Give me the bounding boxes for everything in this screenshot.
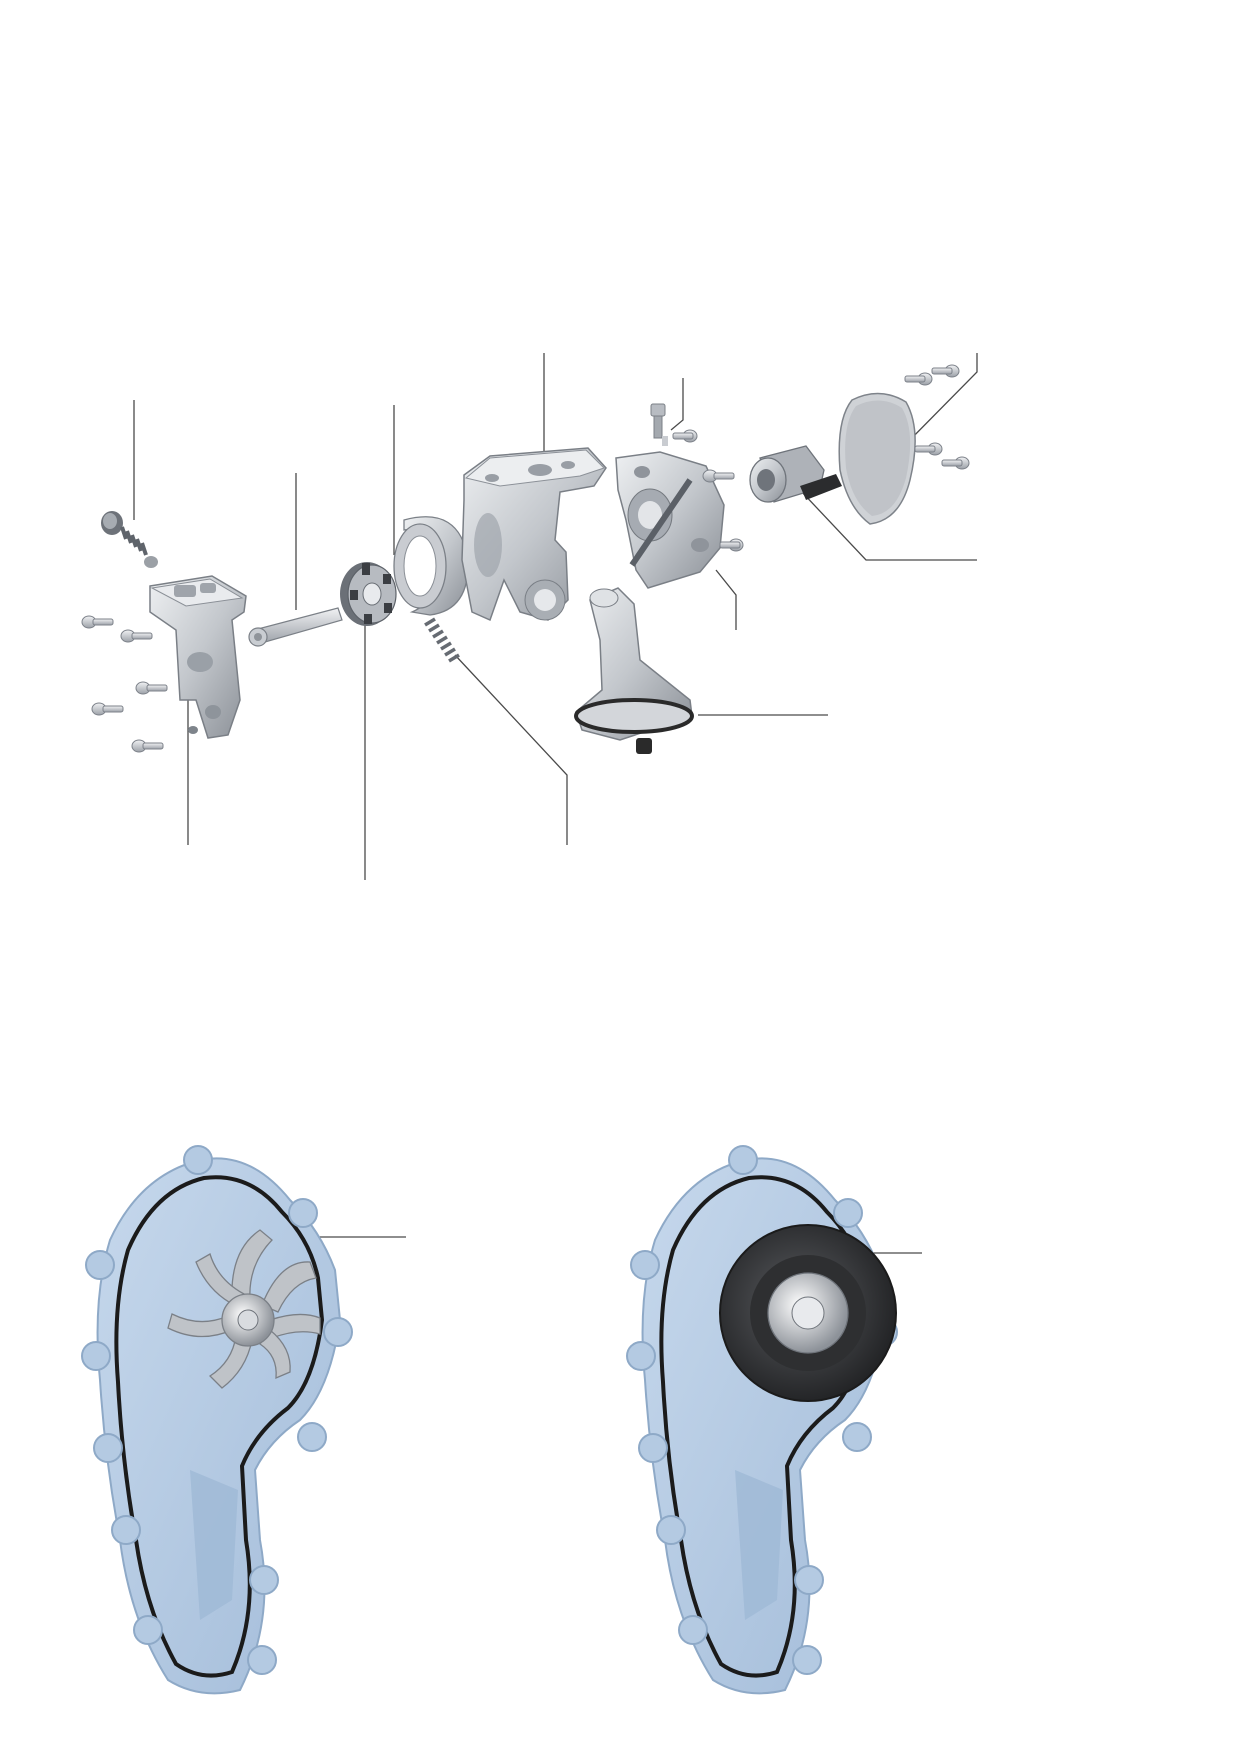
- screw-icon: [120, 629, 153, 643]
- stator-ring-icon: [393, 516, 469, 616]
- exploded-view: [81, 353, 978, 880]
- screw-icon: [135, 681, 168, 695]
- screw-icon: [81, 615, 114, 629]
- relief-valve-spring-icon: [101, 511, 158, 568]
- leader-line-plug: [670, 378, 684, 431]
- plug-icon: [650, 403, 668, 446]
- rotor-icon: [340, 562, 397, 626]
- leader-line-control-spring: [454, 654, 568, 845]
- screw-icon: [914, 442, 943, 456]
- screw-icon: [91, 702, 124, 716]
- screw-icon: [131, 739, 164, 753]
- leader-line-solenoid-valve: [799, 489, 977, 561]
- screw-icon: [941, 456, 970, 470]
- leader-line-cover-plate: [899, 353, 978, 451]
- leader-line-bearing-plate: [715, 569, 737, 630]
- cover-plate-icon: [838, 392, 916, 525]
- control-spring-icon: [424, 617, 460, 663]
- drive-shaft-icon: [248, 607, 343, 647]
- bearing-plate-icon: [615, 451, 725, 589]
- pump-housing-shroud-icon: [626, 1145, 898, 1695]
- suction-strainer-icon: [574, 587, 694, 754]
- screw-icon: [672, 429, 698, 443]
- end-cover-icon: [149, 575, 247, 739]
- screw-icons-left: [81, 615, 168, 753]
- screw-icon: [719, 538, 744, 552]
- impeller-icon: [167, 1229, 321, 1389]
- control-shroud-icon: [719, 1224, 897, 1402]
- screw-icon: [931, 364, 960, 378]
- coolant-pump-views: [81, 1145, 922, 1695]
- leader-lines: [133, 353, 978, 880]
- pump-housing-open-impeller-icon: [81, 1145, 353, 1695]
- solenoid-valve-icon: [749, 445, 842, 503]
- screw-icon: [904, 372, 933, 386]
- screw-icon: [702, 469, 735, 483]
- screw-icons-right: [904, 364, 970, 470]
- pump-housing-icon: [461, 447, 607, 622]
